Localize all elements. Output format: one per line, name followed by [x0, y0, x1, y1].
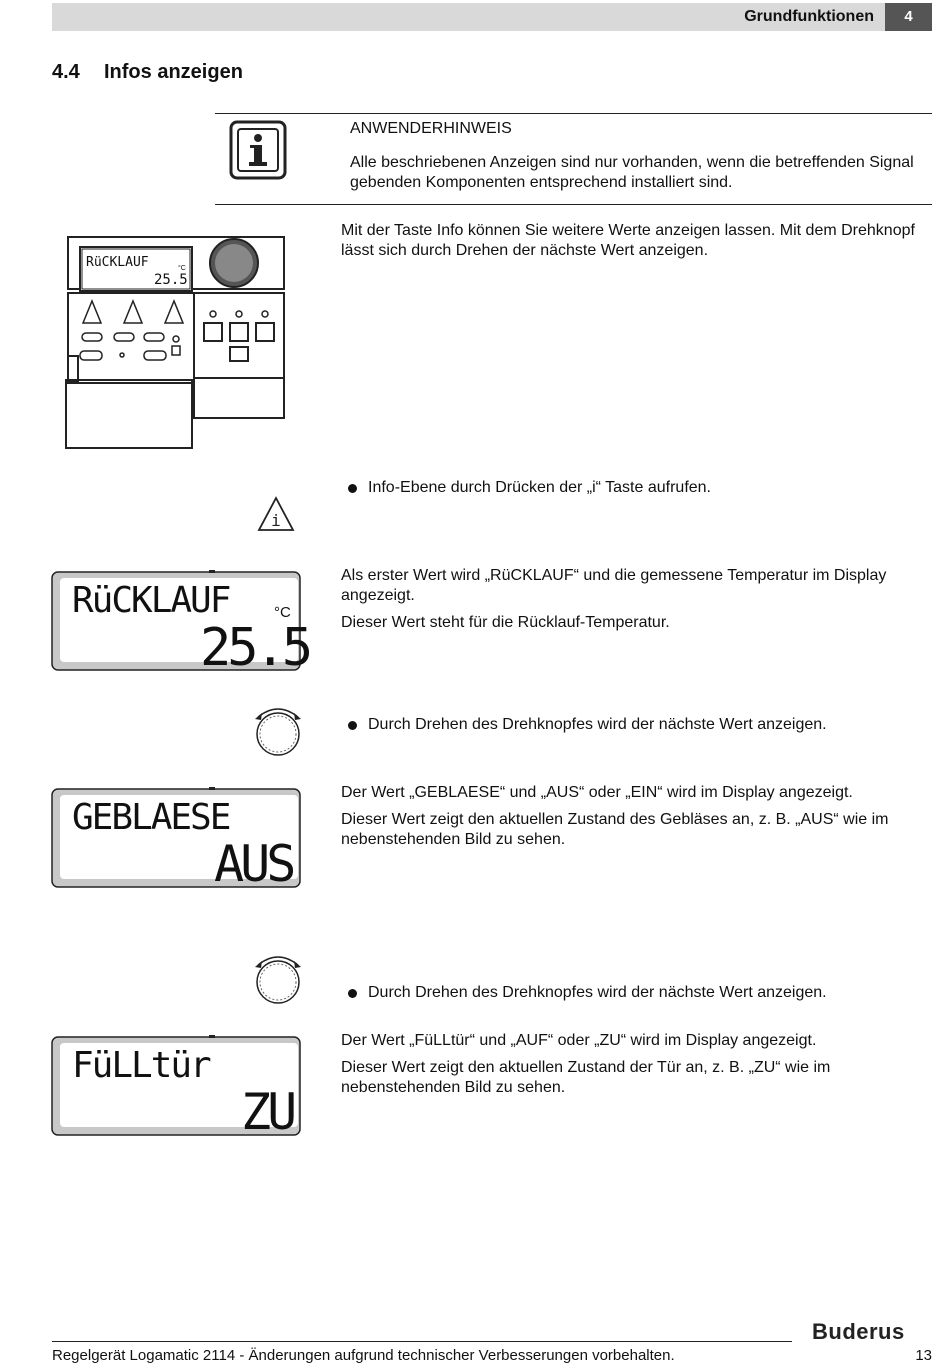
chapter-title: Grundfunktionen	[744, 8, 874, 25]
controller-illustration	[64, 233, 290, 456]
bullet-dot	[348, 721, 357, 730]
paragraph: Dieser Wert zeigt den aktuellen Zustand …	[341, 811, 889, 848]
note-text: Alle beschriebenen Anzeigen sind nur vor…	[350, 154, 914, 191]
intro-paragraph: Mit der Taste Info können Sie weitere We…	[341, 222, 915, 259]
note-title: ANWENDERHINWEIS	[350, 120, 512, 137]
step-3-bullet: Durch Drehen des Drehknopfes wird der nä…	[341, 715, 950, 735]
bullet-dot	[348, 484, 357, 493]
footer-text: Regelgerät Logamatic 2114 - Änderungen a…	[52, 1347, 675, 1364]
paragraph: Dieser Wert zeigt den aktuellen Zustand …	[341, 1059, 831, 1096]
lcd-ruecklauf-unit: °C	[274, 604, 291, 621]
note-top-rule	[215, 113, 932, 114]
lcd-geblaese-value: AUS	[214, 835, 296, 893]
info-note-icon	[229, 120, 287, 185]
paragraph: Der Wert „GEBLAESE“ und „AUS“ oder „EIN“…	[341, 784, 853, 801]
note-bottom-rule	[215, 204, 932, 205]
section-heading: 4.4 Infos anzeigen	[52, 61, 243, 84]
svg-text:i: i	[271, 511, 281, 530]
step-5-bullet: Durch Drehen des Drehknopfes wird der nä…	[341, 983, 950, 1003]
rotary-knob-icon	[252, 703, 304, 766]
step-3-text: Durch Drehen des Drehknopfes wird der nä…	[368, 716, 827, 733]
paragraph: Dieser Wert steht für die Rücklauf-Tempe…	[341, 614, 670, 631]
step-5-text: Durch Drehen des Drehknopfes wird der nä…	[368, 984, 827, 1001]
lcd-fuelltuer-value: ZU	[241, 1083, 297, 1141]
lcd-ruecklauf-line1: RüCKLAUF	[72, 580, 231, 621]
controller-display-line1: RüCKLAUF	[86, 255, 149, 270]
lcd-display-geblaese	[51, 785, 303, 896]
lcd-ruecklauf-value: 25.5	[200, 618, 313, 678]
lcd-geblaese-line1: GEBLAESE	[72, 797, 231, 838]
buderus-logo: Buderus	[812, 1319, 905, 1344]
page-number: 13	[915, 1347, 932, 1364]
step-4-text: Der Wert „GEBLAESE“ und „AUS“ oder „EIN“…	[341, 783, 931, 857]
step-2-text: Als erster Wert wird „RüCKLAUF“ und die …	[341, 566, 931, 640]
controller-display-value: 25.5	[154, 272, 188, 288]
header-bar	[52, 3, 932, 31]
bullet-dot	[348, 989, 357, 998]
section-number: 4.4	[52, 61, 80, 83]
footer-rule	[52, 1341, 792, 1342]
rotary-knob-icon	[252, 951, 304, 1014]
paragraph: Der Wert „FüLLtür“ und „AUF“ oder „ZU“ w…	[341, 1032, 817, 1049]
lcd-display-ruecklauf	[51, 568, 303, 679]
chapter-number: 4	[885, 3, 932, 31]
step-1-bullet: Info-Ebene durch Drücken der „i“ Taste a…	[341, 478, 950, 498]
info-button-icon: i	[257, 496, 295, 537]
controller-display-unit: °C	[178, 265, 186, 272]
step-6-text: Der Wert „FüLLtür“ und „AUF“ oder „ZU“ w…	[341, 1031, 931, 1105]
section-title: Infos anzeigen	[104, 61, 243, 83]
lcd-fuelltuer-line1: FüLLtür	[72, 1045, 212, 1086]
paragraph: Als erster Wert wird „RüCKLAUF“ und die …	[341, 567, 887, 604]
step-1-text: Info-Ebene durch Drücken der „i“ Taste a…	[368, 479, 711, 496]
lcd-display-fuelltuer	[51, 1033, 303, 1144]
